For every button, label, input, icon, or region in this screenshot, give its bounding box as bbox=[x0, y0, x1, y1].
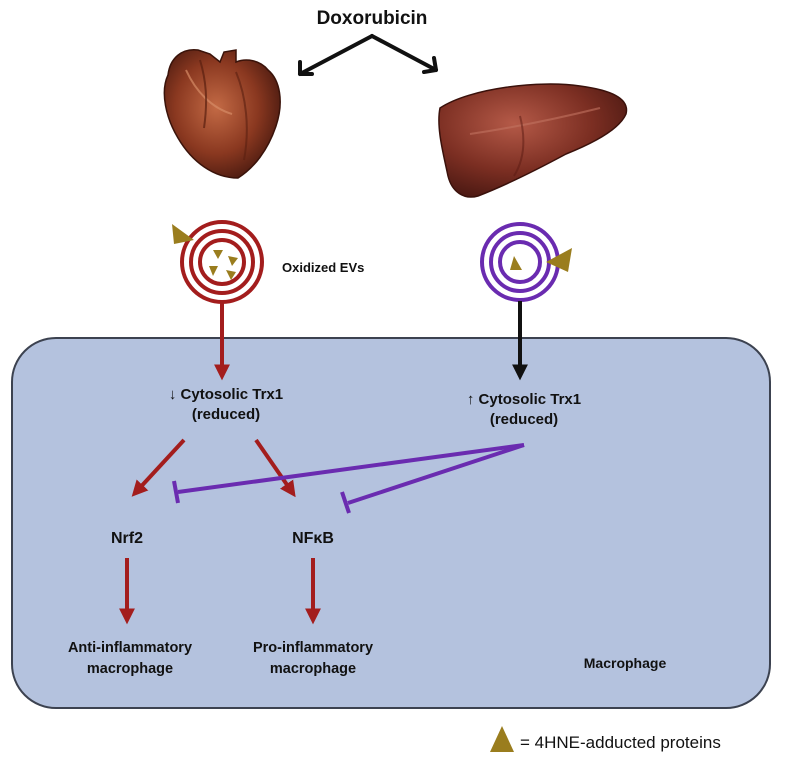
anti-line1: Anti-inflammatory bbox=[68, 640, 192, 656]
red-vesicle-icon bbox=[172, 220, 264, 304]
triangle-icon bbox=[213, 250, 223, 259]
left-trx-line1: ↓ Cytosolic Trx1 bbox=[169, 386, 283, 403]
triangle-icon bbox=[172, 224, 194, 244]
heart-icon bbox=[163, 49, 281, 179]
legend-text: = 4HNE-adducted proteins bbox=[520, 733, 721, 752]
anti-line2: macrophage bbox=[87, 661, 173, 677]
inhibition-to-nfkb bbox=[340, 443, 525, 514]
legend: = 4HNE-adducted proteins bbox=[490, 726, 721, 752]
triangle-icon bbox=[209, 266, 218, 276]
purple-vesicle-icon bbox=[480, 222, 572, 302]
nrf2-label: Nrf2 bbox=[111, 530, 143, 547]
arrow-trx-to-nrf2 bbox=[131, 438, 186, 497]
triangle-icon bbox=[228, 256, 238, 266]
oxidized-evs-label: Oxidized EVs bbox=[282, 260, 364, 275]
left-trx-line2: (reduced) bbox=[192, 406, 260, 423]
triangle-icon bbox=[490, 726, 514, 752]
inhibition-to-nrf2 bbox=[172, 443, 525, 504]
right-trx-line2: (reduced) bbox=[490, 411, 558, 428]
arrow-trx-to-nfkb bbox=[254, 438, 296, 498]
triangle-icon bbox=[226, 270, 236, 280]
macrophage-cell bbox=[11, 337, 771, 709]
liver-icon bbox=[438, 83, 628, 198]
pro-line1: Pro-inflammatory bbox=[253, 640, 373, 656]
macrophage-label: Macrophage bbox=[584, 655, 667, 671]
triangle-icon bbox=[546, 248, 572, 272]
title-doxorubicin: Doxorubicin bbox=[317, 8, 428, 29]
nfkb-label: NFκB bbox=[292, 530, 334, 547]
pro-line2: macrophage bbox=[270, 661, 356, 677]
doxorubicin-arrows bbox=[298, 34, 438, 76]
triangle-icon bbox=[510, 256, 522, 270]
right-trx-line1: ↑ Cytosolic Trx1 bbox=[467, 391, 581, 408]
